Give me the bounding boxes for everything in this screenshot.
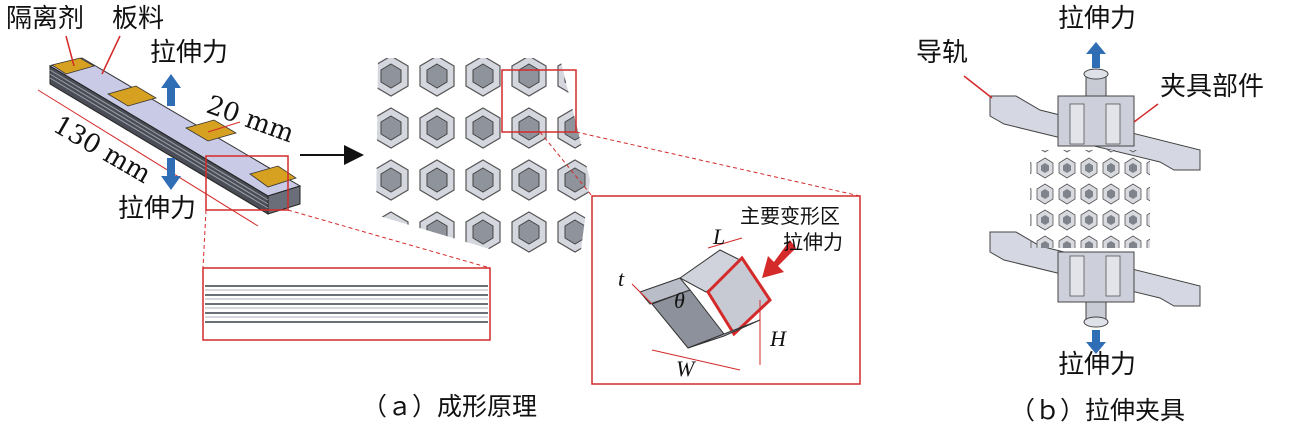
- width-dim-line: [207, 121, 241, 133]
- upper-clamp: [1057, 95, 1135, 147]
- zoom-line: [202, 209, 207, 269]
- t-dim-line: [631, 283, 653, 305]
- zoom-line: [575, 131, 861, 197]
- lower-clamp: [1057, 251, 1135, 303]
- symbol-H: H: [770, 326, 786, 351]
- symbol-L: L: [713, 224, 726, 249]
- glue-band: [107, 85, 157, 107]
- W-dim-line: [651, 349, 741, 371]
- label-main-zone: 主要变形区: [740, 204, 840, 228]
- honeycomb-selection-box: [501, 69, 577, 133]
- cell-detail-view: [591, 195, 861, 385]
- tensile-fixture: [963, 42, 1201, 354]
- glue-band: [184, 119, 238, 142]
- label-tension-top-a: 拉伸力: [150, 38, 229, 68]
- cross-section-view: [202, 267, 491, 341]
- tension-arrow-down-head: [161, 176, 181, 190]
- length-dim-line: [37, 89, 259, 227]
- label-tension-top-b: 拉伸力: [1058, 4, 1137, 34]
- fixture-arrow-down-shaft: [1092, 330, 1100, 344]
- main-deformation-zone: [706, 255, 772, 337]
- fixture-arrow-up-shaft: [1092, 52, 1100, 68]
- label-tension-detail: 拉伸力: [783, 230, 843, 254]
- tension-arrow-red: [762, 240, 796, 278]
- tension-arrow-up-shaft: [167, 86, 175, 106]
- label-tension-bottom-b: 拉伸力: [1058, 350, 1137, 380]
- tension-arrow-up-head: [161, 74, 181, 88]
- rail-leader: [963, 75, 993, 99]
- symbol-t: t: [618, 266, 625, 291]
- strip-selection-box: [205, 155, 289, 211]
- fixture-leader: [1133, 103, 1159, 123]
- tension-arrow-down-shaft: [167, 158, 175, 178]
- label-fixture: 夹具部件: [1160, 72, 1265, 102]
- fixture-arrow-down-head: [1086, 342, 1106, 354]
- separator-leader: [65, 35, 75, 67]
- glue-band: [249, 165, 297, 188]
- glue-band: [51, 57, 96, 75]
- zoom-line: [287, 209, 491, 269]
- fixture-arrow-up-head: [1086, 42, 1106, 54]
- caption-a: （ａ）成形原理: [362, 392, 538, 421]
- stacked-strip: [37, 35, 302, 227]
- caption-b: （ｂ）拉伸夹具: [1010, 396, 1186, 425]
- label-plate: 板料: [112, 4, 165, 34]
- symbol-theta: θ: [674, 288, 685, 313]
- honeycomb-expanded: [376, 58, 590, 258]
- label-separator: 隔离剂: [6, 4, 85, 34]
- symbol-W: W: [676, 356, 695, 381]
- label-tension-bottom-a: 拉伸力: [118, 194, 197, 224]
- label-rail: 导轨: [916, 38, 969, 68]
- L-dim-line: [707, 237, 743, 249]
- plate-leader: [101, 35, 121, 75]
